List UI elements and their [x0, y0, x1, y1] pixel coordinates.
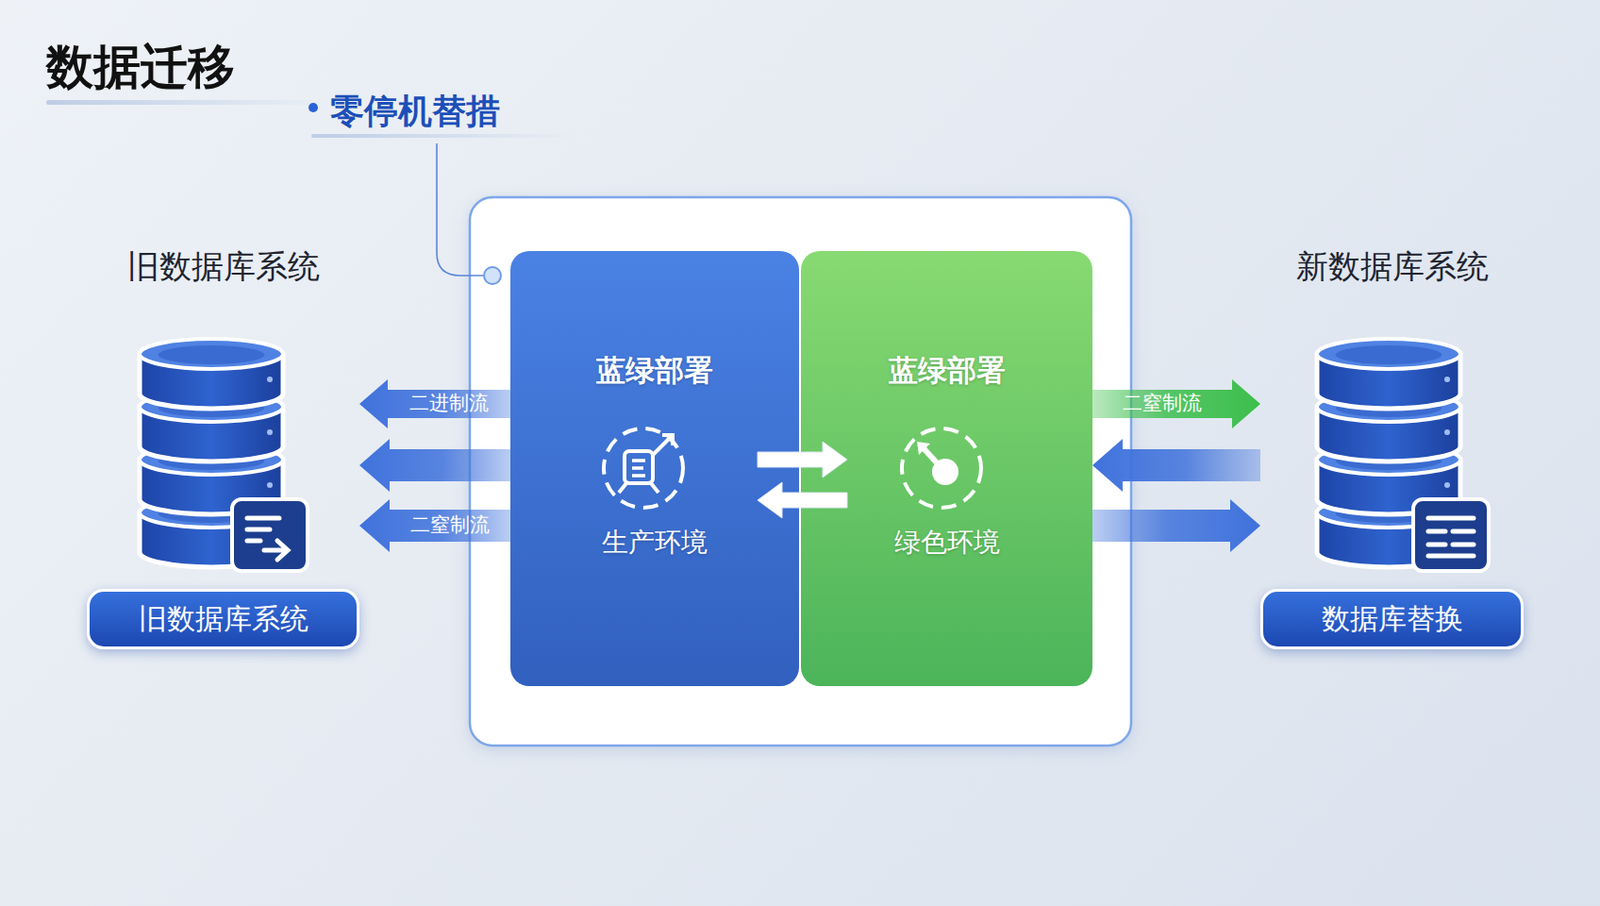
flow-arrow: [359, 438, 511, 492]
panel-title: 蓝绿部署: [800, 352, 1093, 388]
flow-arrow: [757, 441, 848, 478]
deployment-panel: 蓝绿部署绿色环境: [800, 250, 1093, 686]
flow-arrow: [1092, 438, 1261, 492]
system-pill: 数据库替换: [1260, 588, 1524, 650]
production-icon: [603, 428, 684, 508]
environment-label: 生产环境: [510, 526, 800, 559]
environment-label: 绿色环境: [800, 526, 1093, 559]
database-icon: [139, 338, 308, 571]
page-title: 数据迁移: [46, 35, 235, 100]
flow-arrow: [359, 379, 511, 429]
container-box: [469, 197, 1132, 746]
database-node: 旧数据库系统旧数据库系统: [86, 247, 360, 650]
edge-label: 二窒制流: [1122, 391, 1202, 416]
subtitle: 零停机替措: [330, 88, 500, 135]
panel-title: 蓝绿部署: [510, 352, 800, 388]
leader-dot: [483, 266, 501, 284]
database-icon: [1316, 338, 1489, 571]
leader-line: [436, 143, 484, 276]
edge-label: 二窒制流: [410, 513, 490, 537]
system-heading: 旧数据库系统: [86, 247, 360, 286]
flow-arrow: [359, 499, 511, 552]
flow-arrow: [1092, 379, 1261, 429]
database-badge: [232, 499, 308, 571]
deployment-panel: 蓝绿部署生产环境: [510, 250, 800, 686]
flow-arrow: [757, 482, 848, 518]
system-heading: 新数据库系统: [1260, 247, 1524, 286]
edge-label: 二进制流: [409, 391, 489, 416]
title-underline: [46, 100, 330, 105]
green-env-icon: [901, 428, 982, 508]
subtitle-underline: [311, 133, 576, 138]
system-pill: 旧数据库系统: [86, 588, 360, 650]
green-panel: [800, 250, 1093, 686]
database-node: 新数据库系统数据库替换: [1260, 247, 1524, 650]
database-badge: [1413, 499, 1489, 571]
blue-panel: [510, 250, 800, 686]
subtitle-dot: [308, 102, 318, 113]
flow-arrow: [1092, 499, 1261, 552]
